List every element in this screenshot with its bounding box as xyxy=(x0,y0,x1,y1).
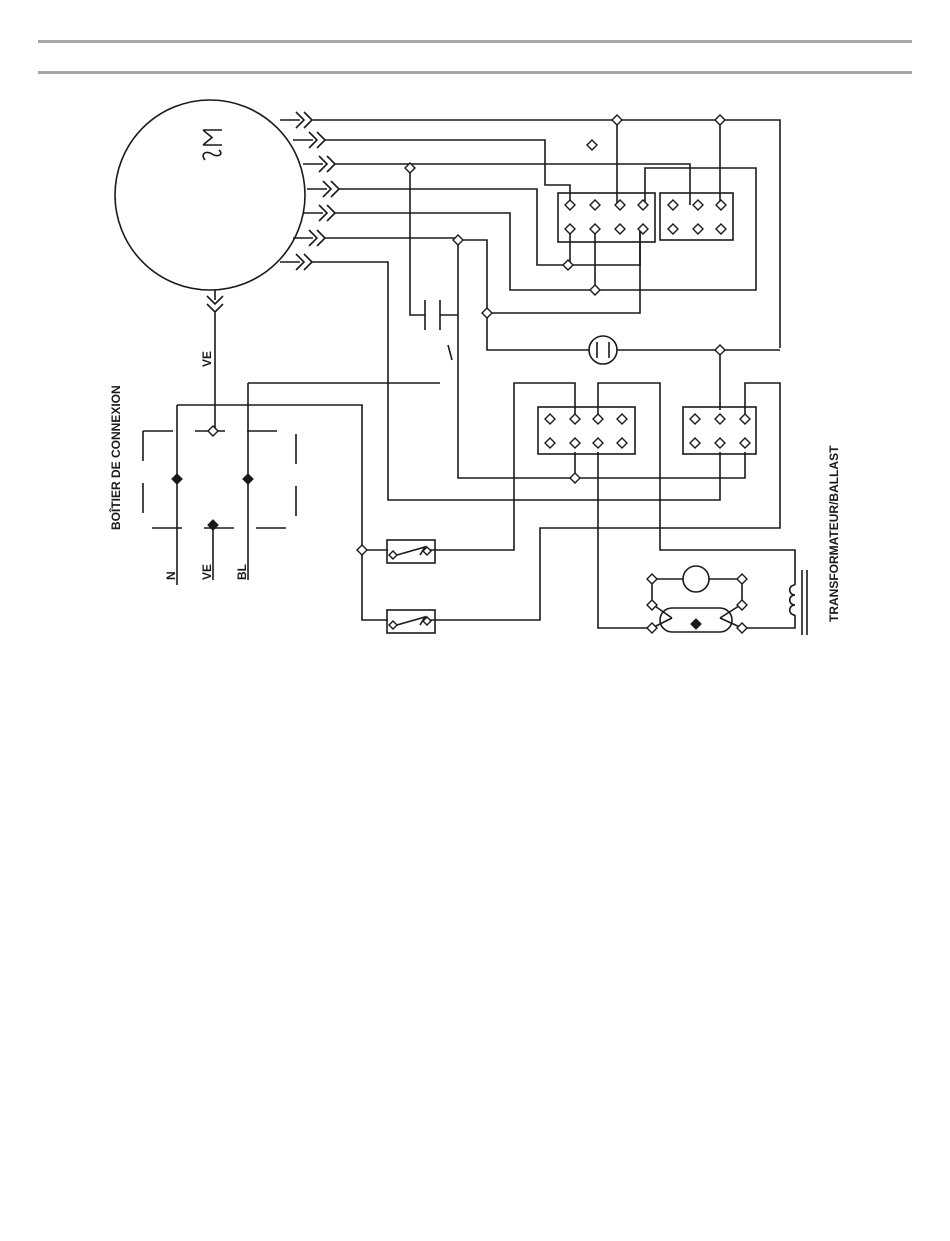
label-neutral: N xyxy=(164,571,178,580)
motor-symbol-icon xyxy=(203,130,222,160)
label-line: BL xyxy=(235,564,249,580)
label-junction-box: BOÎTIER DE CONNEXION xyxy=(108,385,123,530)
capacitor-icon xyxy=(425,300,452,360)
coil-icon xyxy=(742,570,807,635)
motor xyxy=(115,100,305,290)
switch-icon xyxy=(387,540,435,563)
label-ground: VE xyxy=(200,564,214,580)
label-transformer: TRANSFORMATEUR/BALLAST xyxy=(827,445,841,622)
terminal-block-lower-right xyxy=(683,407,756,454)
thermal-protector-icon xyxy=(589,336,617,364)
label-ground-motor: VE xyxy=(200,351,214,367)
junction-box xyxy=(143,431,296,528)
terminal-block-lower-left xyxy=(538,407,635,454)
terminal-block-upper-right xyxy=(660,193,733,240)
switch-icon xyxy=(387,610,435,633)
